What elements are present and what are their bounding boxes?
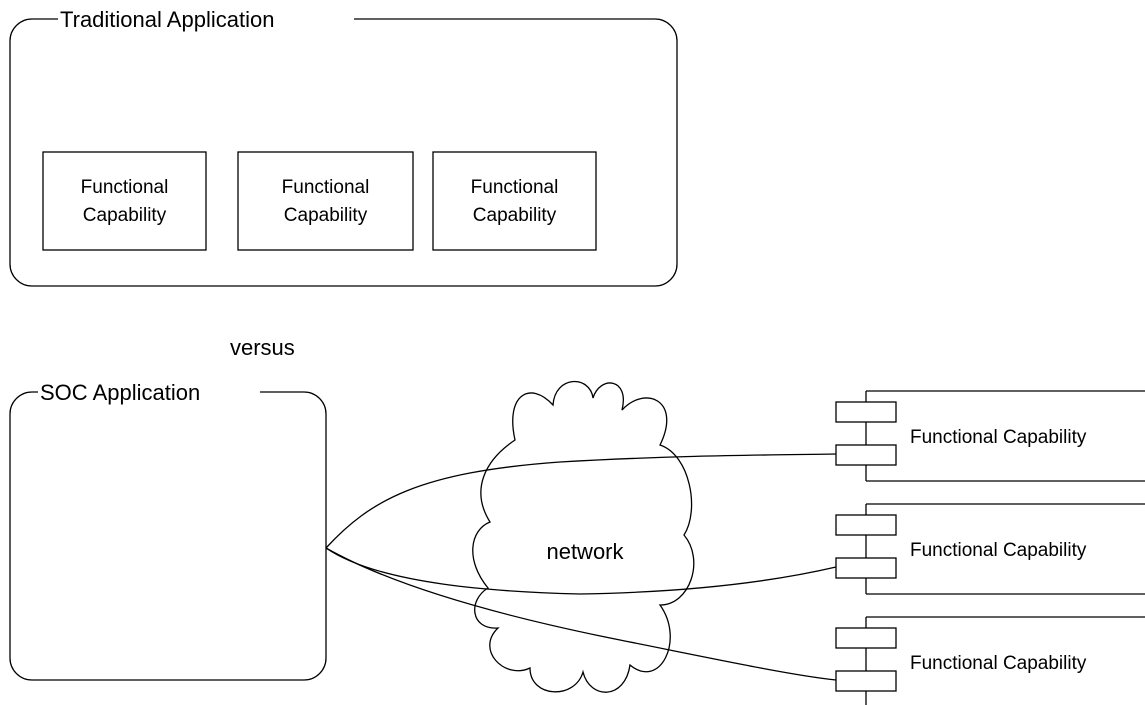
capability-box bbox=[42, 151, 207, 251]
soc-application-title: SOC Application bbox=[40, 380, 200, 405]
soc-component-2: Functional Capability bbox=[835, 503, 1145, 595]
traditional-capability-1: Functional Capability bbox=[42, 151, 207, 251]
traditional-application-title: Traditional Application bbox=[60, 7, 274, 32]
connection-lines bbox=[325, 453, 837, 681]
component-port-icon bbox=[835, 401, 897, 423]
capability-label-line1: Functional bbox=[282, 177, 370, 198]
network-label: network bbox=[546, 539, 624, 564]
cloud-outline bbox=[472, 380, 695, 693]
component-port-icon bbox=[835, 627, 897, 649]
traditional-capability-2: Functional Capability bbox=[237, 151, 414, 251]
component-body bbox=[865, 616, 1145, 705]
component-port-icon bbox=[835, 670, 897, 692]
connection-line-2 bbox=[325, 547, 837, 595]
soc-component-1: Functional Capability bbox=[835, 390, 1145, 482]
component-body bbox=[865, 390, 1145, 482]
capability-label-line1: Functional bbox=[81, 177, 169, 198]
soc-component-3: Functional Capability bbox=[835, 616, 1145, 705]
soc-application-container bbox=[9, 391, 327, 681]
network-cloud: network bbox=[472, 380, 695, 693]
traditional-capability-3: Functional Capability bbox=[432, 151, 597, 251]
title-gap bbox=[38, 379, 260, 405]
component-label: Functional Capability bbox=[910, 427, 1087, 448]
capability-label-line1: Functional bbox=[471, 177, 559, 198]
component-port-icon bbox=[835, 557, 897, 579]
connection-line-1 bbox=[325, 453, 837, 549]
capability-box bbox=[237, 151, 414, 251]
soc-application-group: SOC Application bbox=[9, 379, 327, 681]
component-label: Functional Capability bbox=[910, 653, 1087, 674]
component-label: Functional Capability bbox=[910, 540, 1087, 561]
connection-line-3 bbox=[325, 547, 837, 681]
title-gap bbox=[58, 6, 354, 32]
component-body bbox=[865, 503, 1145, 595]
capability-label-line2: Capability bbox=[284, 205, 368, 226]
component-port-icon bbox=[835, 444, 897, 466]
traditional-application-group: Traditional Application Functional Capab… bbox=[9, 6, 678, 287]
versus-label: versus bbox=[230, 335, 295, 360]
capability-box bbox=[432, 151, 597, 251]
component-port-icon bbox=[835, 514, 897, 536]
capability-label-line2: Capability bbox=[473, 205, 557, 226]
capability-label-line2: Capability bbox=[83, 205, 167, 226]
